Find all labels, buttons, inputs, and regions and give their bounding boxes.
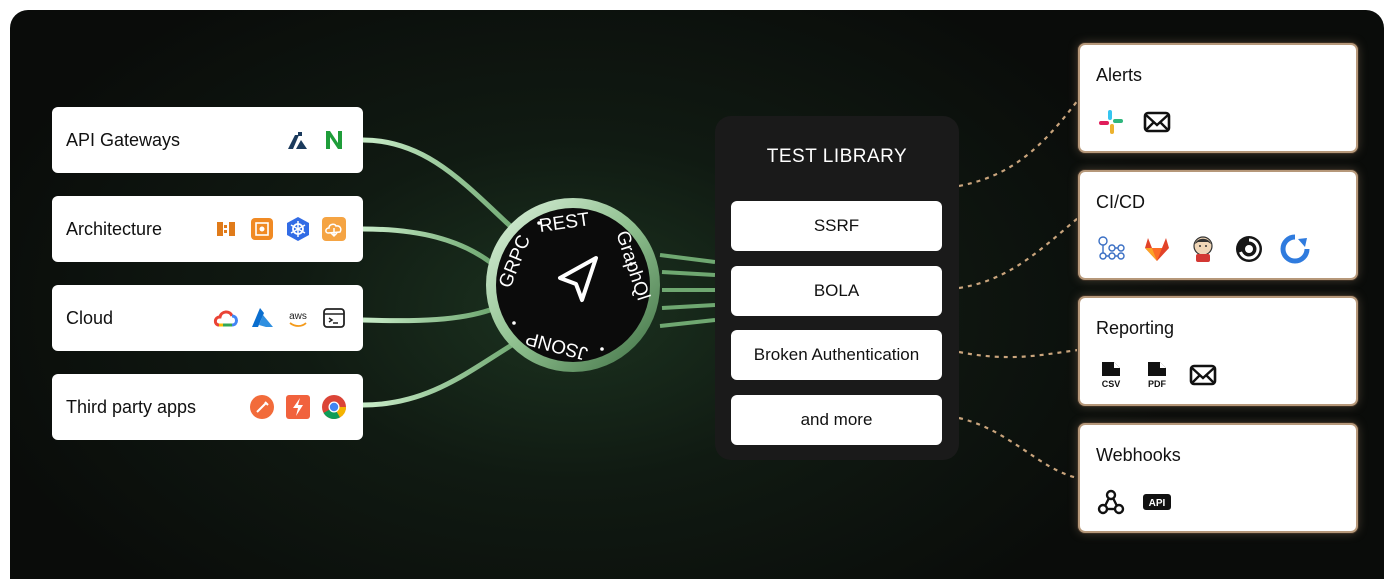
api-icon-text: API (1149, 498, 1166, 509)
aws-api-gateway-icon (217, 222, 235, 236)
library-item-and-more: and more (731, 395, 942, 445)
source-card-third-party-apps: Third party apps (52, 374, 363, 440)
csv-icon-text: CSV (1102, 379, 1121, 389)
source-label: Cloud (66, 308, 114, 328)
source-label: Architecture (66, 219, 163, 239)
output-card-reporting: Reporting CSV PDF (1078, 296, 1358, 406)
output-label: Alerts (1096, 65, 1143, 85)
nginx-icon (326, 131, 342, 149)
aws-icon-text: aws (289, 311, 307, 322)
swagger-icon (286, 395, 310, 419)
output-card-webhooks: Webhooks API (1078, 423, 1358, 533)
pipeline-icon (1098, 236, 1125, 260)
aws-lambda-icon (251, 218, 273, 240)
source-card-api-gateways: API Gateways (52, 107, 363, 173)
aws-icon: aws (289, 311, 307, 327)
library-item-bola: BOLA (731, 266, 942, 316)
output-label: CI/CD (1096, 192, 1145, 212)
output-card-alerts: Alerts (1078, 43, 1358, 153)
slack-icon (1099, 110, 1123, 134)
jenkins-icon (1193, 236, 1213, 262)
azure-icon (252, 308, 273, 327)
azure-devops-icon (1280, 234, 1310, 264)
terminal-icon (323, 308, 345, 328)
chrome-icon (322, 395, 346, 420)
webhook-icon (1097, 489, 1125, 515)
cloud-function-icon (322, 217, 346, 241)
source-card-architecture: Architecture (52, 196, 363, 262)
kubernetes-icon (287, 217, 309, 241)
pdf-icon-text: PDF (1148, 379, 1167, 389)
output-label: Reporting (1096, 318, 1175, 338)
source-label: Third party apps (66, 397, 197, 417)
api-icon: API (1143, 494, 1171, 510)
test-library-panel: TEST LIBRARY SSRF BOLA Broken Authentica… (715, 116, 959, 460)
protocol-hub: REST GraphQl JSONP GRPC (486, 198, 660, 372)
library-title: TEST LIBRARY (766, 146, 908, 167)
kong-icon (288, 132, 307, 149)
source-card-cloud: Cloud aws (52, 285, 363, 351)
mail-icon (1189, 364, 1217, 386)
pdf-file-icon: PDF (1148, 362, 1167, 389)
source-label: API Gateways (66, 130, 181, 150)
google-cloud-icon (213, 310, 238, 327)
postman-icon (250, 395, 274, 419)
circleci-icon (1236, 236, 1262, 262)
mail-icon (1143, 111, 1171, 133)
output-label: Webhooks (1096, 445, 1181, 465)
protocol-separator-dots (512, 221, 633, 351)
output-card-ci-cd: CI/CD (1078, 170, 1358, 280)
navigation-arrow-icon (558, 256, 598, 302)
library-item-ssrf: SSRF (731, 201, 942, 251)
library-item-broken-authentication: Broken Authentication (731, 330, 942, 380)
csv-file-icon: CSV (1102, 362, 1121, 389)
gitlab-icon (1145, 238, 1169, 261)
